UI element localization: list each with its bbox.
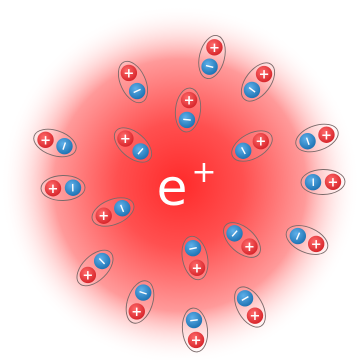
- positive-pole-symbol: +: [321, 128, 332, 143]
- positive-pole: [44, 180, 62, 197]
- positive-pole: [206, 39, 223, 56]
- negative-pole: [128, 82, 146, 100]
- dipole: −+: [285, 225, 329, 255]
- central-charge-sign: +: [191, 155, 216, 190]
- positive-pole: [241, 238, 258, 255]
- dipole: −+: [240, 62, 276, 102]
- dipole: −+: [234, 286, 266, 328]
- dipole: −+: [295, 123, 339, 153]
- dipole: −+: [300, 169, 346, 195]
- negative-pole: [56, 137, 73, 155]
- negative-pole-symbol: −: [299, 134, 316, 148]
- negative-pole: [135, 284, 152, 301]
- positive-pole: [37, 131, 54, 149]
- dipole: −+: [91, 197, 135, 227]
- dipole: −+: [117, 60, 149, 104]
- negative-pole: [114, 200, 131, 217]
- positive-pole: [117, 130, 134, 147]
- central-charge-symbol: e: [157, 159, 188, 217]
- dipole: −+: [125, 280, 155, 324]
- positive-pole: [187, 331, 205, 349]
- positive-pole-symbol: +: [40, 133, 51, 148]
- dipole: −+: [33, 128, 77, 158]
- positive-pole-symbol: +: [82, 268, 93, 283]
- negative-pole: [184, 240, 202, 257]
- positive-pole-symbol: +: [98, 209, 109, 224]
- dipole: −+: [174, 87, 202, 133]
- positive-pole: [246, 307, 264, 324]
- negative-pole-symbol: −: [187, 240, 200, 256]
- negative-pole: [236, 290, 254, 307]
- positive-pole: [252, 133, 269, 150]
- dipole: −+: [181, 307, 209, 353]
- negative-pole: [299, 133, 316, 150]
- negative-pole-symbol: −: [136, 284, 150, 301]
- negative-pole-symbol: −: [203, 59, 216, 75]
- positive-pole-symbol: +: [48, 182, 59, 197]
- positive-pole-symbol: +: [255, 135, 266, 150]
- positive-pole-symbol: +: [209, 41, 220, 56]
- negative-pole: [235, 142, 252, 159]
- dipole: −+: [40, 175, 86, 201]
- negative-pole: [243, 81, 261, 99]
- positive-pole: [128, 303, 145, 320]
- positive-pole: [120, 64, 138, 82]
- dipole: −+: [76, 249, 114, 287]
- positive-pole-symbol: +: [244, 240, 255, 255]
- positive-pole-symbol: +: [123, 66, 134, 81]
- dipole: −+: [223, 222, 261, 258]
- negative-pole: [93, 252, 111, 270]
- positive-pole: [188, 259, 206, 276]
- negative-pole-symbol: −: [66, 183, 80, 193]
- positive-pole-symbol: +: [191, 333, 202, 348]
- positive-pole: [180, 91, 198, 109]
- negative-pole-symbol: −: [56, 139, 72, 153]
- negative-pole: [64, 179, 82, 196]
- negative-pole-symbol: −: [306, 177, 320, 187]
- negative-pole: [178, 111, 196, 129]
- positive-pole: [318, 126, 335, 143]
- negative-pole-symbol: −: [181, 112, 192, 127]
- negative-pole: [185, 311, 203, 329]
- positive-pole-symbol: +: [250, 309, 261, 324]
- positive-pole: [95, 207, 112, 224]
- positive-pole-symbol: +: [131, 305, 142, 320]
- positive-pole-symbol: +: [311, 237, 322, 252]
- negative-pole: [201, 58, 218, 75]
- negative-pole: [226, 225, 243, 242]
- dipole: −+: [231, 130, 273, 162]
- positive-pole-symbol: +: [259, 68, 270, 83]
- positive-pole-symbol: +: [192, 261, 203, 276]
- dipole-group: −+−+−+−+−+−+−+−+−+−+−+−+−+−+−+−+−+−+: [33, 34, 346, 353]
- negative-pole: [289, 227, 307, 245]
- positive-pole-symbol: +: [120, 132, 131, 147]
- negative-pole: [304, 174, 322, 191]
- dipole: −+: [113, 127, 153, 163]
- positive-pole: [324, 173, 342, 190]
- negative-pole-symbol: −: [114, 201, 131, 216]
- negative-pole: [132, 143, 149, 160]
- positive-pole: [307, 235, 325, 253]
- positive-pole: [79, 266, 97, 284]
- dipole: −+: [181, 235, 209, 281]
- positive-pole: [255, 65, 273, 83]
- negative-pole-symbol: −: [188, 313, 199, 328]
- positive-pole-symbol: +: [184, 94, 195, 109]
- positive-pole-symbol: +: [328, 175, 339, 190]
- dipole: −+: [198, 34, 226, 80]
